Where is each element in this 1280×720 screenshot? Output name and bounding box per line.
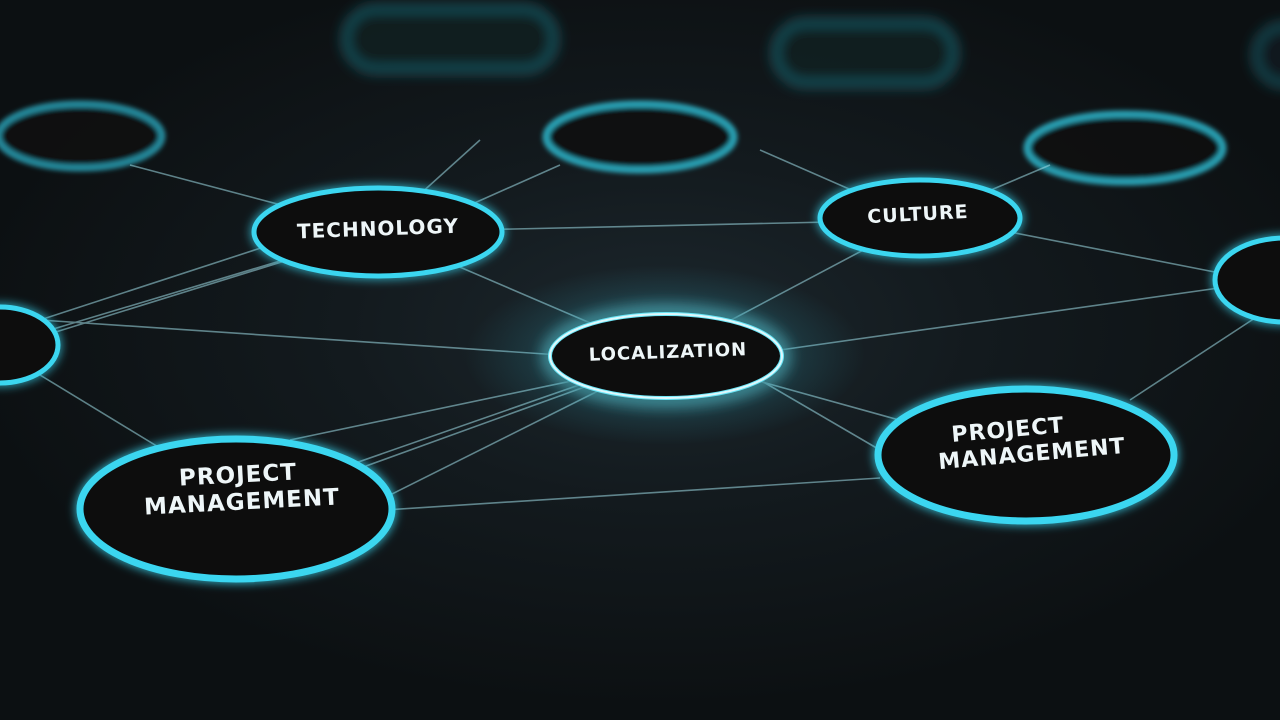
- background-node: [542, 100, 738, 174]
- background-node: [0, 100, 166, 172]
- node-culture-label: CULTURE: [867, 201, 969, 228]
- background-node: [1251, 21, 1280, 89]
- background-node: [771, 18, 959, 88]
- edge-node-right: [1212, 235, 1280, 325]
- connection-line: [1009, 231, 1231, 276]
- node-technology-label: TECHNOLOGY: [297, 214, 460, 244]
- mid-nodes: [0, 100, 1227, 186]
- connection-line: [384, 477, 881, 511]
- edge-node-left: [0, 304, 61, 386]
- node-technology: TECHNOLOGY: [251, 185, 505, 279]
- connection-line: [49, 254, 301, 331]
- background-node: [1023, 110, 1227, 186]
- node-project-management-right: PROJECT MANAGEMENT: [874, 385, 1178, 525]
- node-project-management-left: PROJECT MANAGEMENT: [76, 435, 396, 583]
- background-node: [341, 4, 559, 74]
- node-culture: CULTURE: [817, 177, 1023, 259]
- connection-line: [39, 374, 161, 449]
- node-project-management-left-line1: PROJECT: [178, 459, 297, 491]
- connection-line: [129, 164, 301, 211]
- connection-line: [469, 164, 561, 206]
- background-nodes: [341, 4, 1280, 89]
- connection-line: [39, 244, 271, 321]
- connection-line: [1129, 317, 1256, 401]
- node-localization: LOCALIZATION: [548, 312, 784, 400]
